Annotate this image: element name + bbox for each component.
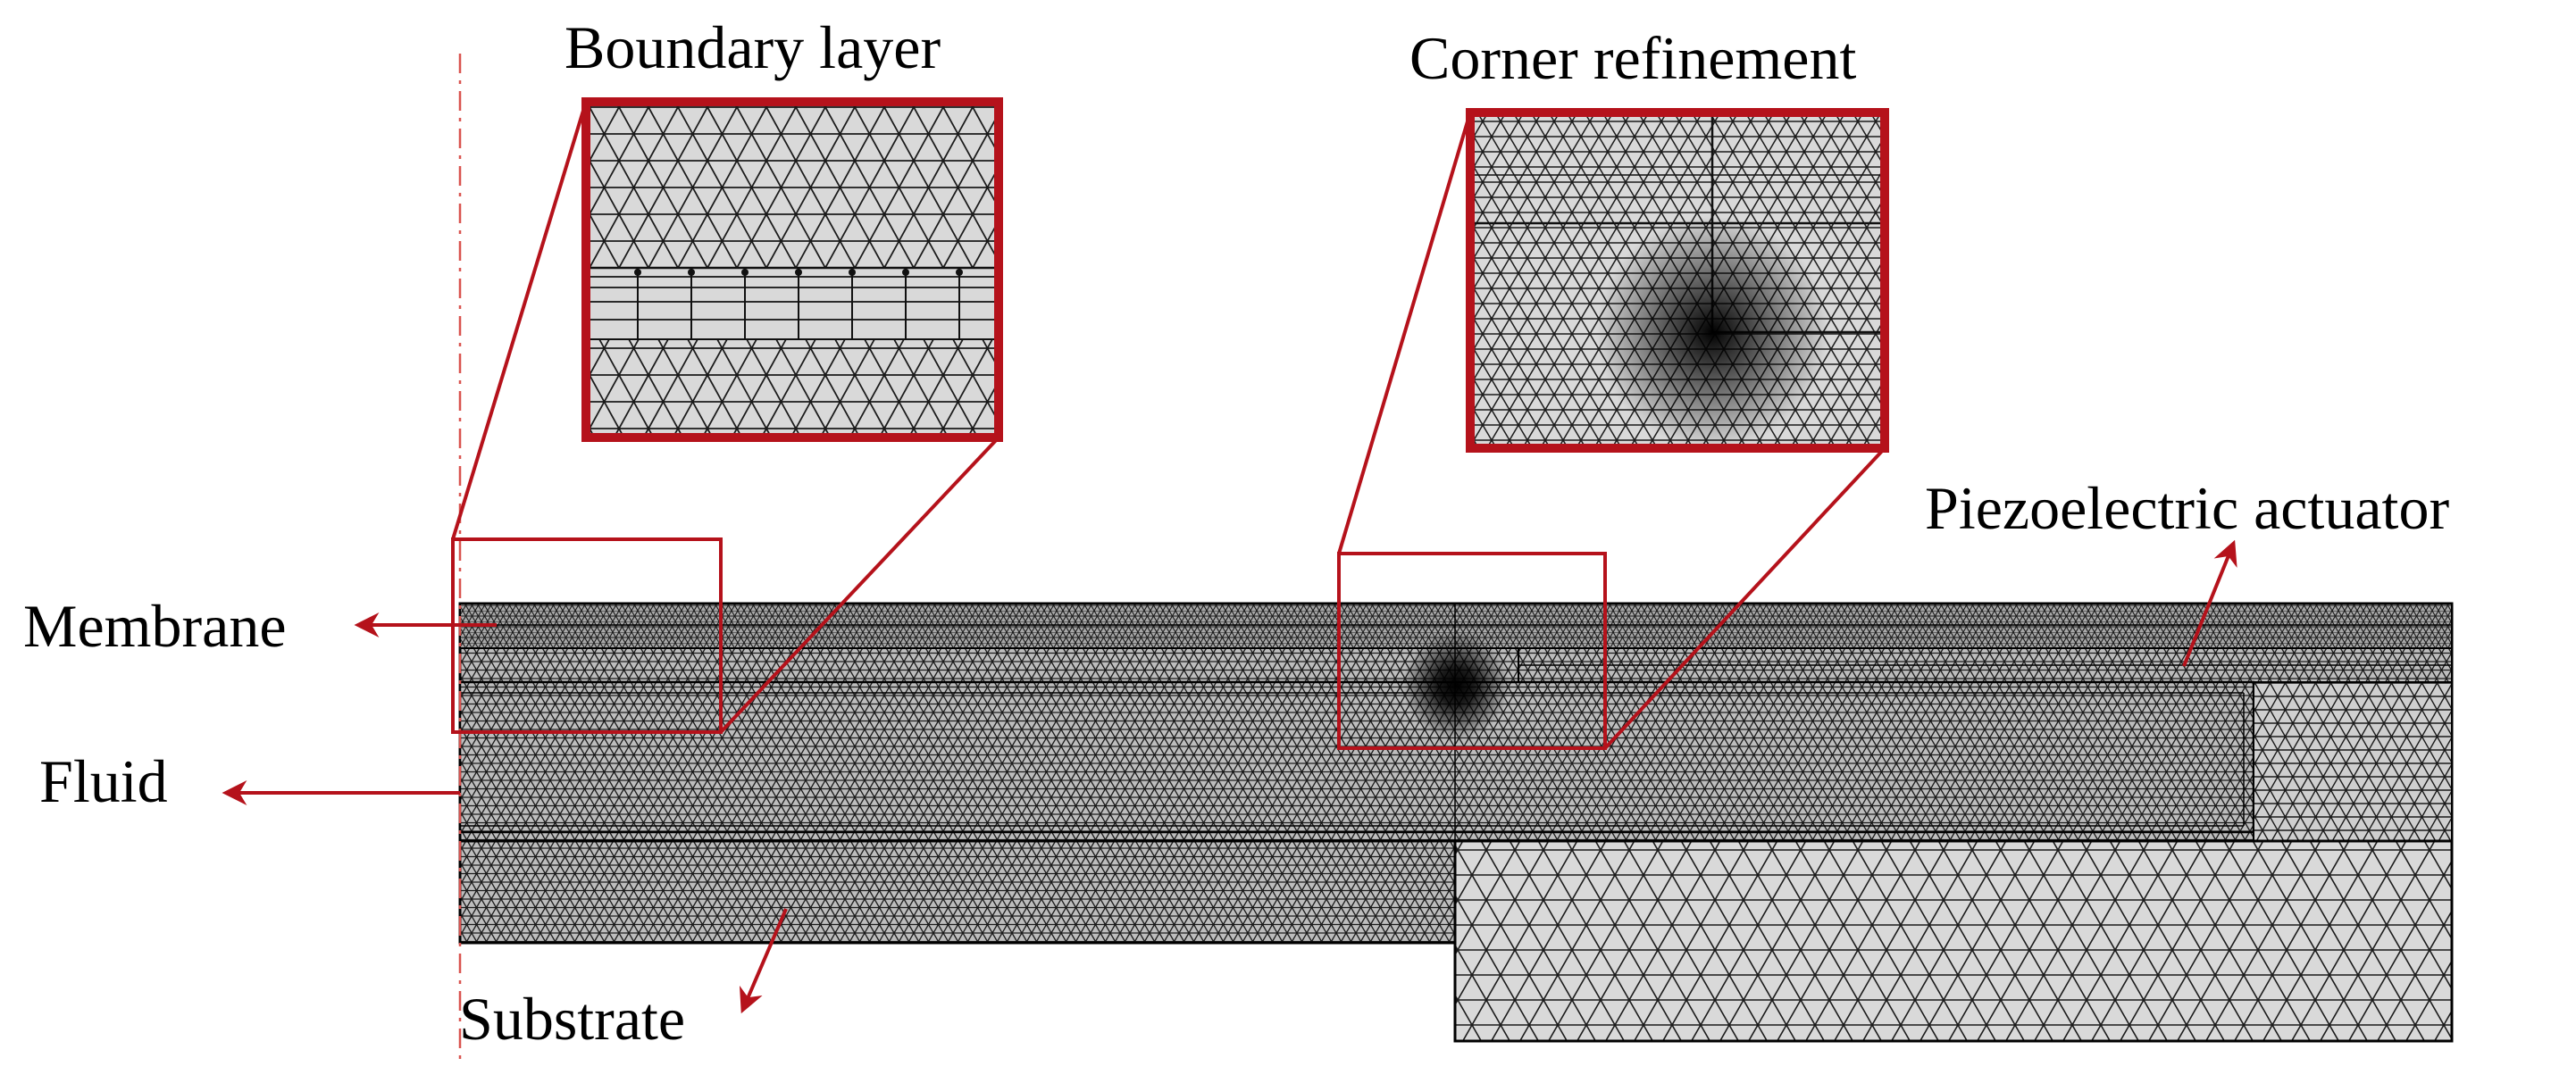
substrate-right-mesh — [1453, 839, 2454, 1043]
boundary-layer-label: Boundary layer — [565, 13, 941, 81]
corner-refinement-spot — [1402, 632, 1510, 739]
boundary-layer-connector-left — [451, 101, 588, 540]
corner-refinement-inset-frame — [1466, 108, 1889, 453]
substrate-arrow — [739, 908, 788, 1014]
corner-refinement-label: Corner refinement — [1409, 24, 1856, 92]
corner-refinement-source-box — [1337, 552, 1607, 750]
substrate-left-mesh — [458, 839, 1457, 945]
corner-refinement-inset — [1470, 112, 1885, 448]
fluid-channel-mesh — [458, 680, 2255, 834]
substrate-label: Substrate — [459, 985, 685, 1053]
right-region-mesh — [2253, 681, 2453, 842]
membrane-label: Membrane — [23, 592, 287, 660]
mesh-geometry — [458, 602, 2454, 1043]
boundary-layer-inset-frame — [581, 97, 1003, 442]
piezoelectric-actuator-label: Piezoelectric actuator — [1925, 474, 2449, 542]
piezoelectric-actuator-arrow — [2182, 539, 2237, 667]
corner-refinement-connector-right — [1603, 446, 1886, 750]
boundary-layer-connector-right — [719, 436, 1000, 734]
corner-refinement-connector-left — [1337, 112, 1472, 554]
fluid-label: Fluid — [39, 747, 168, 815]
boundary-layer-source-box — [451, 537, 723, 734]
boundary-layer-inset — [586, 102, 999, 437]
